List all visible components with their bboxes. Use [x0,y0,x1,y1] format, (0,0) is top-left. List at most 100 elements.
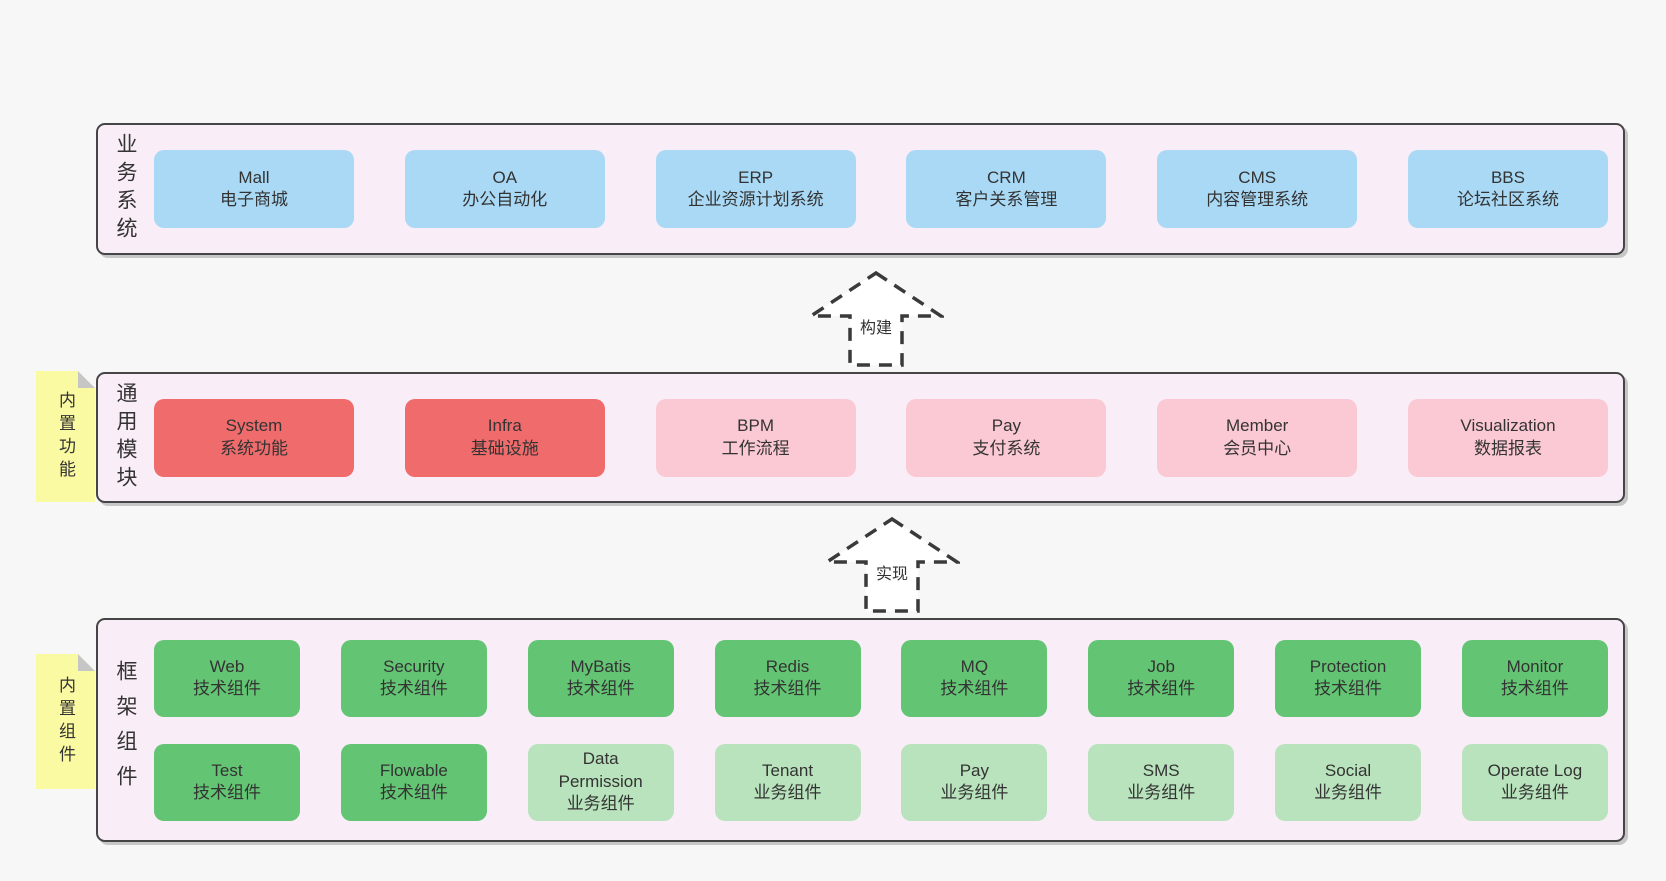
box-subtitle: 业务组件 [1314,783,1383,802]
box-title: CMS [1238,167,1277,187]
box-title: Job [1147,656,1175,676]
box-data-permission: Data Permission 业务组件 [527,743,674,821]
box-title: Data Permission [558,749,643,791]
box-subtitle: 技术组件 [193,783,261,802]
box-subtitle: 技术组件 [1500,679,1569,698]
box-subtitle: 会员中心 [1223,438,1292,458]
box-title: Social [1324,760,1372,780]
implement-arrow-label: 实现 [872,559,912,585]
box-cms: CMS 内容管理系统 [1157,150,1358,228]
box-title: ERP [738,167,774,187]
box-security: Security 技术组件 [340,639,487,717]
business-systems-layer: 业务系统 Mall 电子商城 OA 办公自动化 ERP 企业资源计划系统 CRM… [96,123,1625,255]
box-subtitle: 业务组件 [1127,783,1196,802]
box-title: Member [1226,416,1289,436]
box-subtitle: 技术组件 [193,679,261,698]
box-subtitle: 电子商城 [220,190,288,209]
box-subtitle: 工作流程 [721,438,790,458]
build-arrow-label: 构建 [856,313,896,339]
box-title: Operate Log [1487,760,1583,780]
box-subtitle: 技术组件 [753,679,822,698]
builtin-features-note-label: 内置功能 [56,390,75,483]
box-title: Flowable [379,760,448,780]
business-systems-label: 业务系统 [114,133,137,245]
box-subtitle: 技术组件 [940,679,1009,698]
framework-components-layer: 框架组件 Web 技术组件 Security 技术组件 MyBatis 技术组件… [96,618,1625,842]
framework-components-grid: Web 技术组件 Security 技术组件 MyBatis 技术组件 Redi… [152,620,1623,840]
box-oa: OA 办公自动化 [404,150,605,228]
box-mybatis: MyBatis 技术组件 [527,639,674,717]
box-title: OA [492,167,518,187]
box-title: MQ [960,656,989,676]
box-bpm: BPM 工作流程 [655,398,856,477]
box-subtitle: 支付系统 [972,438,1041,458]
box-subtitle: 业务组件 [1500,783,1569,802]
box-pay-system: Pay 支付系统 [906,398,1107,477]
box-subtitle: 技术组件 [1314,679,1383,698]
common-modules-layer: 通用模块 System 系统功能 Infra 基础设施 BPM 工作流程 Pay… [96,372,1625,503]
box-job: Job 技术组件 [1088,639,1235,717]
box-title: Security [383,656,445,676]
builtin-components-note-label: 内置组件 [56,675,75,768]
box-title: BBS [1490,167,1525,187]
box-subtitle: 企业资源计划系统 [687,190,824,209]
implement-arrow: 实现 [824,516,960,614]
common-modules-boxes: System 系统功能 Infra 基础设施 BPM 工作流程 Pay 支付系统… [152,374,1623,501]
common-modules-label: 通用模块 [114,381,137,494]
box-subtitle: 技术组件 [566,679,635,698]
box-crm: CRM 客户关系管理 [906,150,1107,228]
box-subtitle: 系统功能 [220,438,288,458]
box-mq: MQ 技术组件 [901,639,1048,717]
build-arrow: 构建 [808,270,944,368]
box-title: System [225,416,283,436]
box-subtitle: 业务组件 [566,794,635,814]
box-subtitle: 基础设施 [470,438,539,458]
box-subtitle: 技术组件 [379,679,448,698]
box-mall: Mall 电子商城 [154,150,354,228]
box-sms: SMS 业务组件 [1088,743,1235,821]
box-title: Infra [487,416,522,436]
builtin-components-note: 内置组件 [36,654,95,789]
box-subtitle: 数据报表 [1473,438,1542,458]
box-operate-log: Operate Log 业务组件 [1461,743,1608,821]
framework-components-label: 框架组件 [114,660,137,800]
box-title: Test [211,760,243,780]
box-erp: ERP 企业资源计划系统 [655,150,856,228]
builtin-features-note: 内置功能 [36,371,95,502]
box-flowable: Flowable 技术组件 [340,743,487,821]
box-title: Pay [959,760,990,780]
box-social: Social 业务组件 [1275,743,1422,821]
box-title: Visualization [1460,416,1556,436]
box-monitor: Monitor 技术组件 [1461,639,1608,717]
framework-row-1: Web 技术组件 Security 技术组件 MyBatis 技术组件 Redi… [154,639,1608,717]
business-systems-boxes: Mall 电子商城 OA 办公自动化 ERP 企业资源计划系统 CRM 客户关系… [152,125,1623,253]
box-title: Monitor [1506,656,1564,676]
box-title: Protection [1309,656,1387,676]
box-subtitle: 内容管理系统 [1206,190,1309,209]
box-redis: Redis 技术组件 [714,639,861,717]
box-subtitle: 技术组件 [1127,679,1196,698]
box-subtitle: 办公自动化 [462,190,548,209]
box-system: System 系统功能 [154,398,354,477]
box-web: Web 技术组件 [154,639,300,717]
box-title: Mall [238,167,270,187]
box-test: Test 技术组件 [154,743,300,821]
box-title: Pay [991,416,1022,436]
box-visualization: Visualization 数据报表 [1407,398,1608,477]
box-subtitle: 技术组件 [379,783,448,802]
box-subtitle: 业务组件 [753,783,822,802]
box-subtitle: 业务组件 [940,783,1009,802]
box-infra: Infra 基础设施 [404,398,605,477]
box-tenant: Tenant 业务组件 [714,743,861,821]
box-member: Member 会员中心 [1157,398,1358,477]
box-title: SMS [1142,760,1180,780]
box-bbs: BBS 论坛社区系统 [1407,150,1608,228]
box-subtitle: 论坛社区系统 [1456,190,1559,209]
box-title: Tenant [762,760,814,780]
box-title: BPM [737,416,775,436]
box-pay-component: Pay 业务组件 [901,743,1048,821]
box-subtitle: 客户关系管理 [955,190,1058,209]
box-title: CRM [987,167,1026,187]
box-title: Web [209,656,245,676]
box-title: MyBatis [570,656,631,676]
